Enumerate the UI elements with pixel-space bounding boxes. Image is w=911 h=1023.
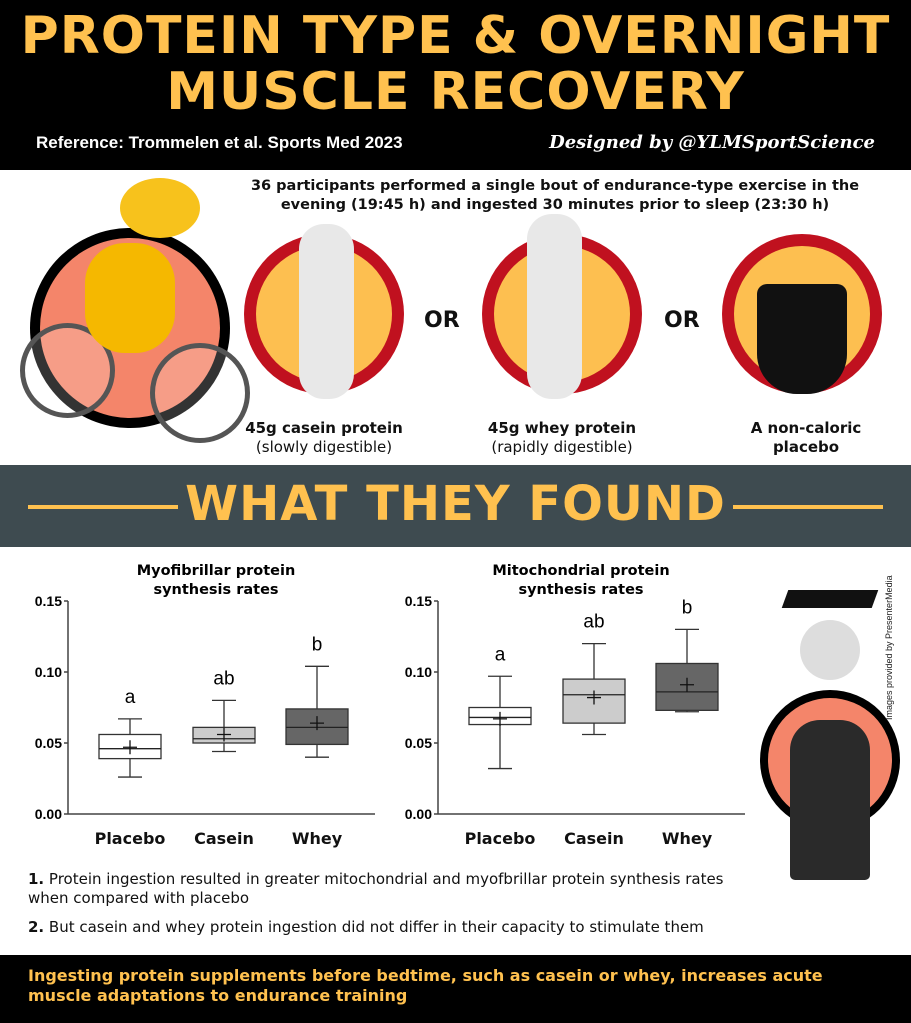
- y-tick-label: 0.00: [405, 806, 432, 822]
- mean-marker: [310, 716, 324, 731]
- x-category-label: Placebo: [94, 829, 166, 848]
- conclusion-text: Ingesting protein supplements before bed…: [28, 966, 823, 1005]
- chart-title-line: synthesis rates: [518, 582, 644, 598]
- y-tick-label: 0.15: [35, 593, 62, 609]
- banner-rule: [28, 505, 178, 509]
- condition-casein: 45g casein protein(slowly digestible): [224, 419, 424, 457]
- mean-marker: [217, 727, 231, 742]
- mitochondrial-boxplot: 0.00 0.05 0.10 0.15 a ab b: [405, 593, 745, 822]
- cyclist-illustration: [20, 178, 250, 443]
- mean-marker: [680, 677, 694, 692]
- title-line-2: MUSCLE RECOVERY: [166, 62, 745, 122]
- image-credit: Images provided by PresenterMedia: [884, 575, 894, 720]
- title-line-1: PROTEIN TYPE & OVERNIGHT: [20, 6, 891, 66]
- intro-text: 36 participants performed a single bout …: [250, 178, 860, 213]
- condition-subtitle: placebo: [772, 438, 840, 456]
- x-category-label: Placebo: [464, 829, 536, 848]
- chart-title: Myofibrillar protein synthesis rates: [66, 562, 366, 600]
- y-tick-label: 0.05: [405, 735, 432, 751]
- significance-label: a: [125, 687, 136, 708]
- x-category-label: Casein: [564, 829, 624, 848]
- condition-title: A non-caloric: [750, 419, 862, 437]
- finding-2: 2. But casein and whey protein ingestion…: [28, 918, 748, 937]
- condition-subtitle: (slowly digestible): [255, 438, 393, 456]
- y-tick-label: 0.10: [35, 664, 62, 680]
- finding-number: 2.: [28, 918, 45, 936]
- section-heading: WHAT THEY FOUND: [185, 476, 726, 532]
- significance-label: ab: [213, 668, 234, 689]
- footer: [0, 955, 911, 1023]
- mean-marker: [587, 690, 601, 705]
- whey-illustration: [482, 214, 642, 399]
- condition-title: 45g whey protein: [487, 419, 637, 437]
- designed-by: Designed by @YLMSportScience: [549, 132, 875, 153]
- placebo-magic-hat-illustration: [722, 234, 882, 394]
- significance-label: ab: [583, 612, 604, 633]
- or-label: OR: [424, 308, 460, 333]
- chart-title-line: Mitochondrial protein: [492, 563, 670, 579]
- significance-label: b: [682, 597, 693, 618]
- or-label: OR: [664, 308, 700, 333]
- myofibrillar-boxplot: 0.00 0.05 0.10 0.15 a ab b: [35, 593, 375, 822]
- y-tick-label: 0.00: [35, 806, 62, 822]
- chart-title: Mitochondrial protein synthesis rates: [431, 562, 731, 600]
- condition-whey: 45g whey protein(rapidly digestible): [462, 419, 662, 457]
- casein-illustration: [244, 224, 404, 399]
- significance-label: b: [312, 634, 323, 655]
- x-category-label: Whey: [661, 829, 713, 848]
- y-tick-label: 0.10: [405, 664, 432, 680]
- y-tick-label: 0.15: [405, 593, 432, 609]
- chart-title-line: synthesis rates: [153, 582, 279, 598]
- mean-marker: [123, 740, 137, 755]
- condition-subtitle: (rapidly digestible): [491, 438, 633, 456]
- chart-title-line: Myofibrillar protein: [136, 563, 296, 579]
- finding-1: 1. Protein ingestion resulted in greater…: [28, 870, 748, 908]
- reference: Reference: Trommelen et al. Sports Med 2…: [36, 133, 403, 152]
- finding-number: 1.: [28, 870, 45, 888]
- x-category-label: Whey: [291, 829, 343, 848]
- header: [0, 0, 911, 170]
- mean-marker: [493, 711, 507, 726]
- condition-title: 45g casein protein: [245, 419, 403, 437]
- significance-label: a: [495, 644, 506, 665]
- x-category-label: Casein: [194, 829, 254, 848]
- y-tick-label: 0.05: [35, 735, 62, 751]
- finding-text: Protein ingestion resulted in greater mi…: [28, 870, 724, 907]
- professor-illustration: [760, 590, 900, 880]
- banner-rule: [733, 505, 883, 509]
- finding-text: But casein and whey protein ingestion di…: [48, 918, 704, 936]
